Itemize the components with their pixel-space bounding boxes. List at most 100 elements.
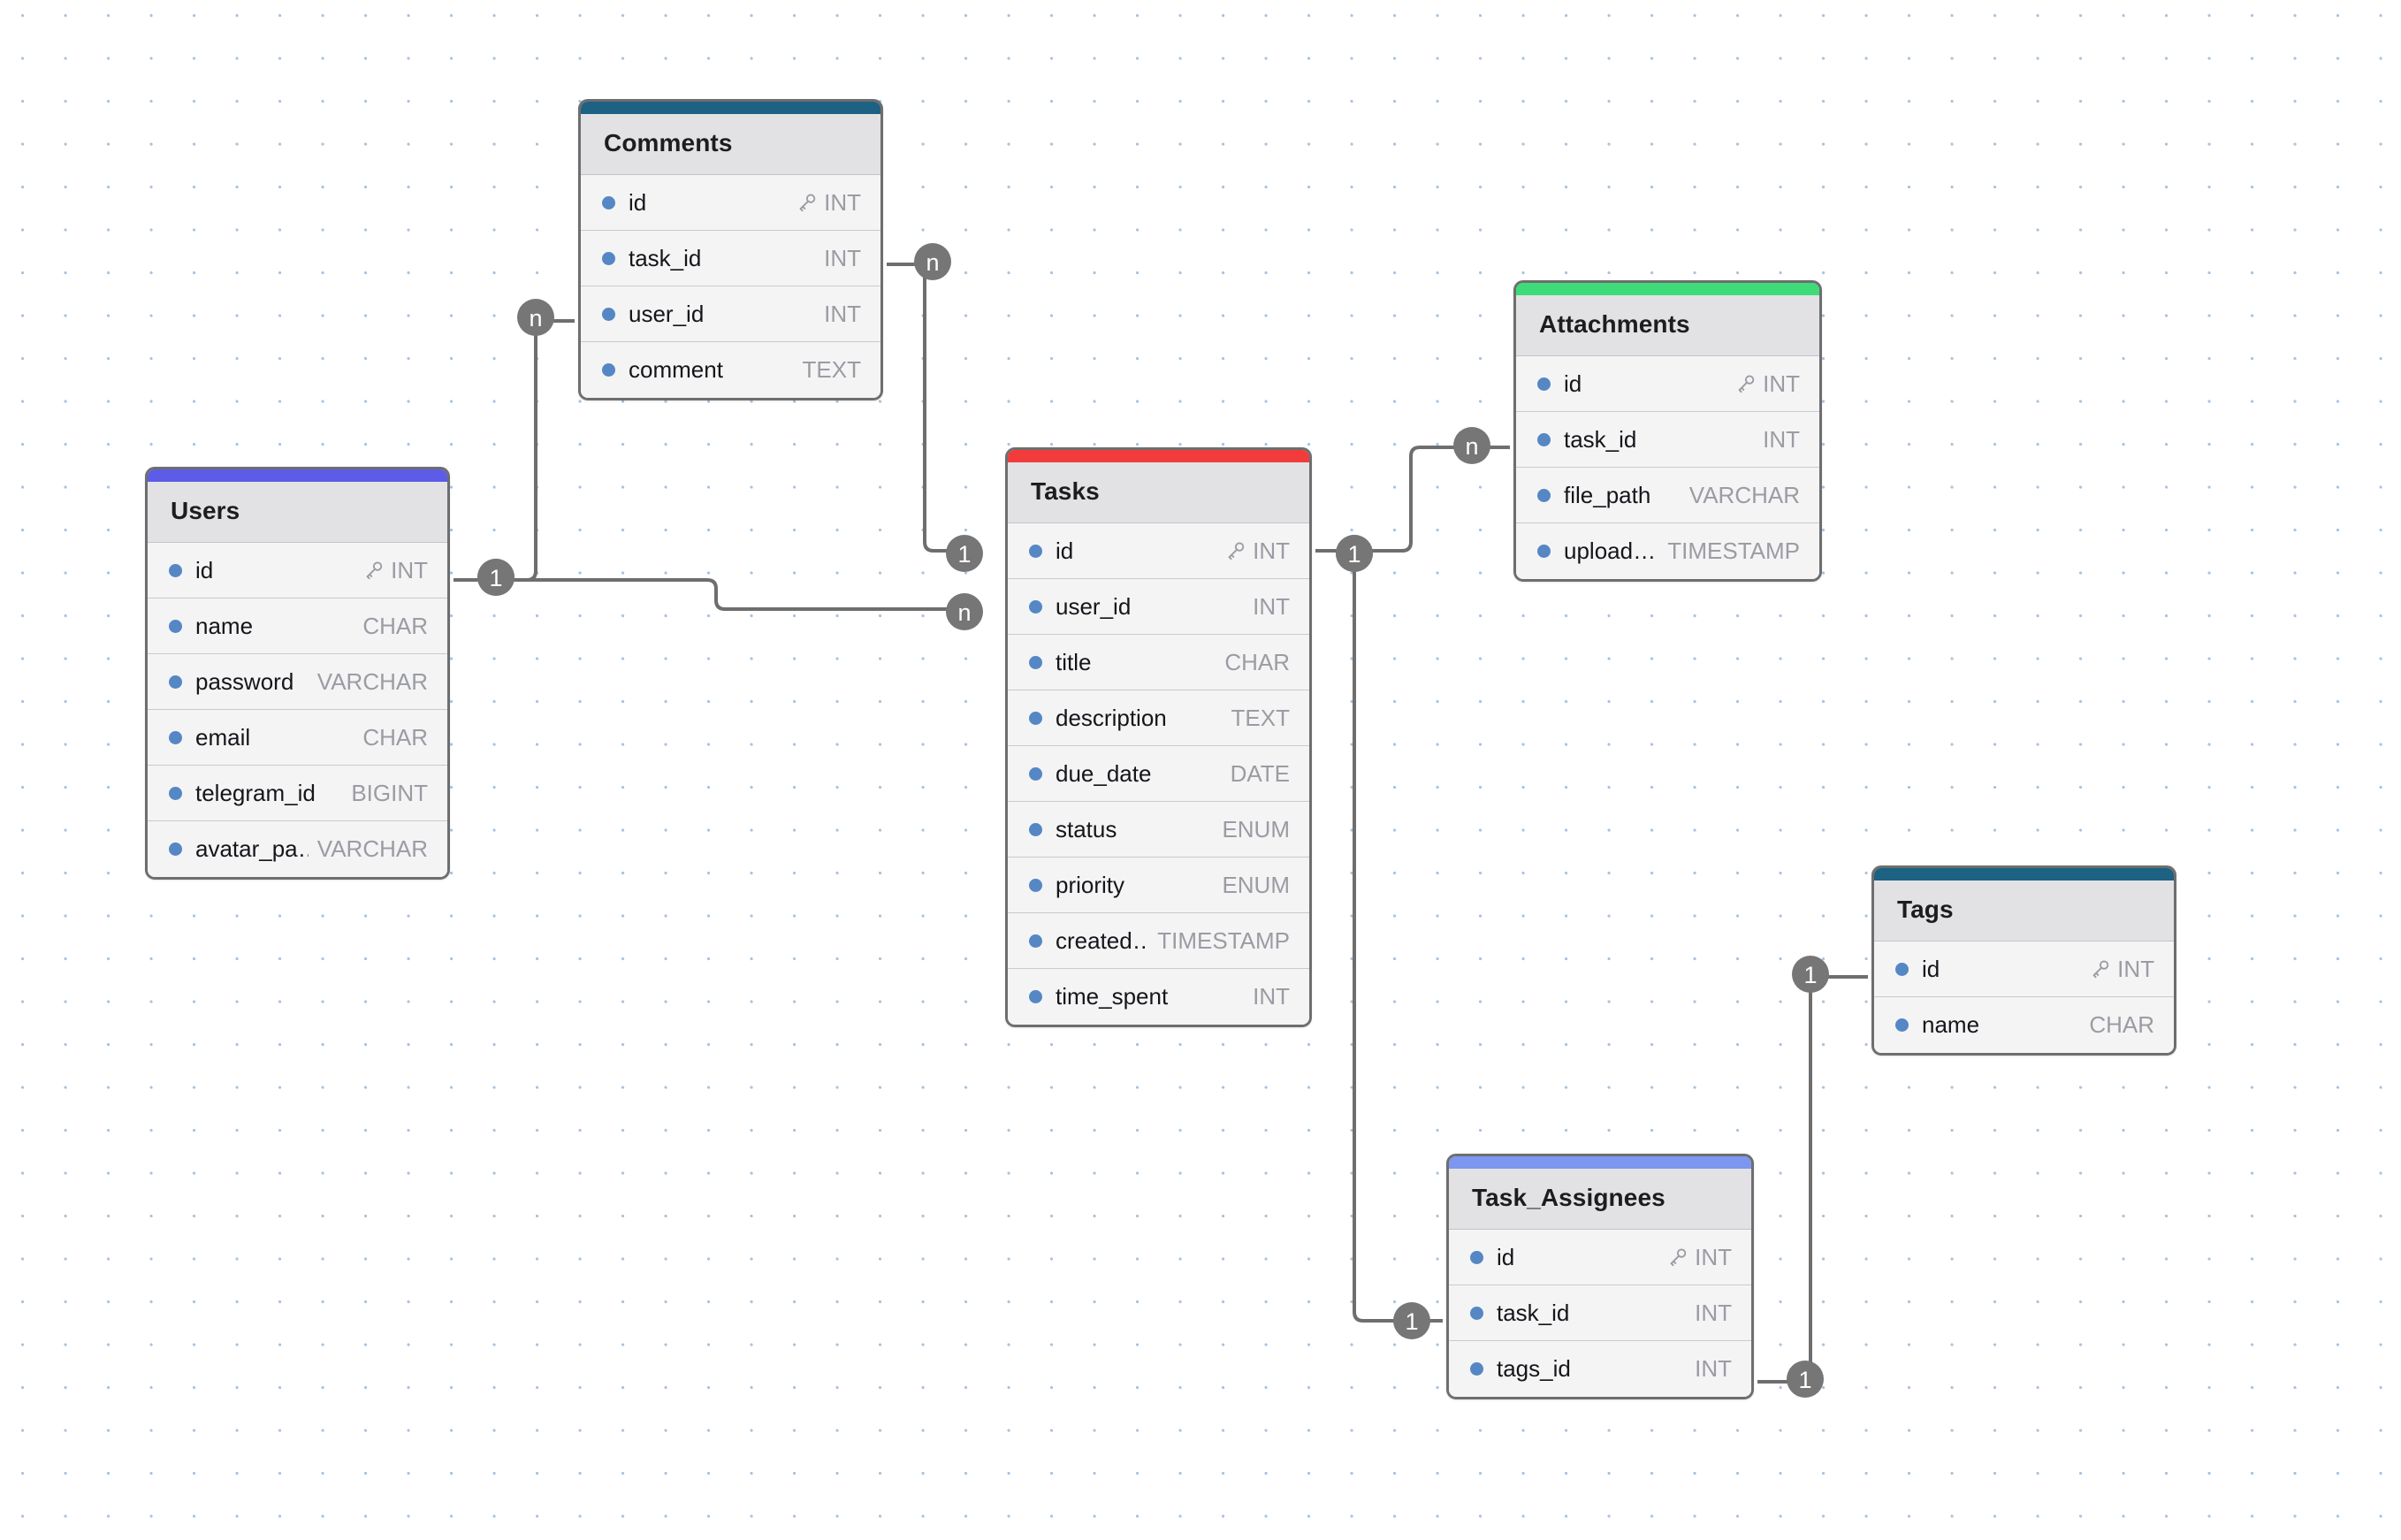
field-name: email (195, 723, 251, 751)
table-field-row[interactable]: email CHAR (148, 710, 447, 766)
relationship-edge[interactable] (497, 319, 575, 582)
field-type: CHAR (362, 612, 428, 639)
field-bullet-icon (1470, 1306, 1483, 1320)
field-bullet-icon (1895, 1018, 1909, 1032)
table-field-row[interactable]: created…TIMESTAMP (1008, 913, 1309, 969)
field-type: INT (1763, 370, 1800, 397)
field-meta: TIMESTAMP (1667, 537, 1800, 565)
table-accent-bar (1516, 283, 1819, 295)
field-type: INT (1253, 983, 1290, 1010)
cardinality-label: 1 (489, 565, 502, 591)
field-meta: CHAR (362, 724, 428, 751)
relationship-edge[interactable] (1757, 975, 1868, 1384)
relationship-edge[interactable] (887, 263, 964, 553)
table-title[interactable]: Users (148, 482, 447, 543)
field-type: TEXT (802, 356, 861, 383)
field-name: status (1056, 815, 1117, 842)
table-field-row[interactable]: upload…TIMESTAMP (1516, 523, 1819, 579)
field-meta: INT (1763, 426, 1800, 454)
table-field-row[interactable]: avatar_pa…VARCHAR (148, 821, 447, 877)
field-name: file_path (1564, 481, 1651, 508)
table-title[interactable]: Tasks (1008, 462, 1309, 523)
cardinality-label: n (529, 305, 542, 332)
field-bullet-icon (1029, 599, 1042, 614)
table-title[interactable]: Comments (581, 114, 880, 175)
field-meta: ENUM (1222, 872, 1290, 899)
table-title[interactable]: Task_Assignees (1449, 1169, 1751, 1230)
field-bullet-icon (1029, 934, 1042, 948)
cardinality-badge: n (517, 299, 554, 336)
cardinality-label: 1 (1803, 962, 1817, 988)
key-icon (1670, 1248, 1687, 1267)
table-accent-bar (148, 469, 447, 482)
field-bullet-icon (1029, 544, 1042, 558)
field-type: CHAR (362, 723, 428, 751)
field-type: TEXT (1231, 704, 1290, 731)
field-name: user_id (1056, 592, 1132, 620)
field-type: CHAR (2089, 1011, 2154, 1038)
relationship-edge[interactable] (1315, 446, 1510, 553)
field-meta: INT (824, 245, 861, 272)
key-icon (1738, 375, 1755, 393)
field-bullet-icon (169, 842, 182, 856)
field-meta: INT (363, 557, 428, 584)
field-meta: TIMESTAMP (1157, 927, 1290, 955)
table-title[interactable]: Tags (1874, 881, 2174, 942)
cardinality-label: 1 (1798, 1367, 1811, 1393)
field-name: due_date (1056, 759, 1152, 787)
field-type: TIMESTAMP (1157, 926, 1290, 954)
field-type: INT (1695, 1243, 1732, 1270)
cardinality-badge: 1 (477, 559, 514, 596)
field-name: task_id (1564, 425, 1637, 453)
field-meta: INT (1253, 983, 1290, 1010)
field-type: INT (1695, 1299, 1732, 1326)
relationship-edge[interactable] (454, 578, 964, 611)
table-field-row[interactable]: task_id INT (1516, 412, 1819, 468)
field-meta: CHAR (362, 613, 428, 640)
field-bullet-icon (1029, 822, 1042, 836)
table-title[interactable]: Attachments (1516, 295, 1819, 356)
relationship-edge[interactable] (1353, 566, 1443, 1323)
cardinality-label: 1 (1347, 541, 1361, 568)
field-type: VARCHAR (316, 667, 428, 695)
key-icon (1228, 542, 1245, 560)
cardinality-badge: 1 (946, 535, 983, 572)
field-name: title (1056, 648, 1092, 675)
table-field-row[interactable]: id INT (1516, 356, 1819, 412)
field-name: id (1564, 370, 1582, 397)
key-icon (799, 194, 816, 212)
field-bullet-icon (169, 730, 182, 744)
field-bullet-icon (1537, 545, 1551, 558)
field-bullet-icon (1029, 990, 1042, 1003)
table-accent-bar (1449, 1156, 1751, 1169)
